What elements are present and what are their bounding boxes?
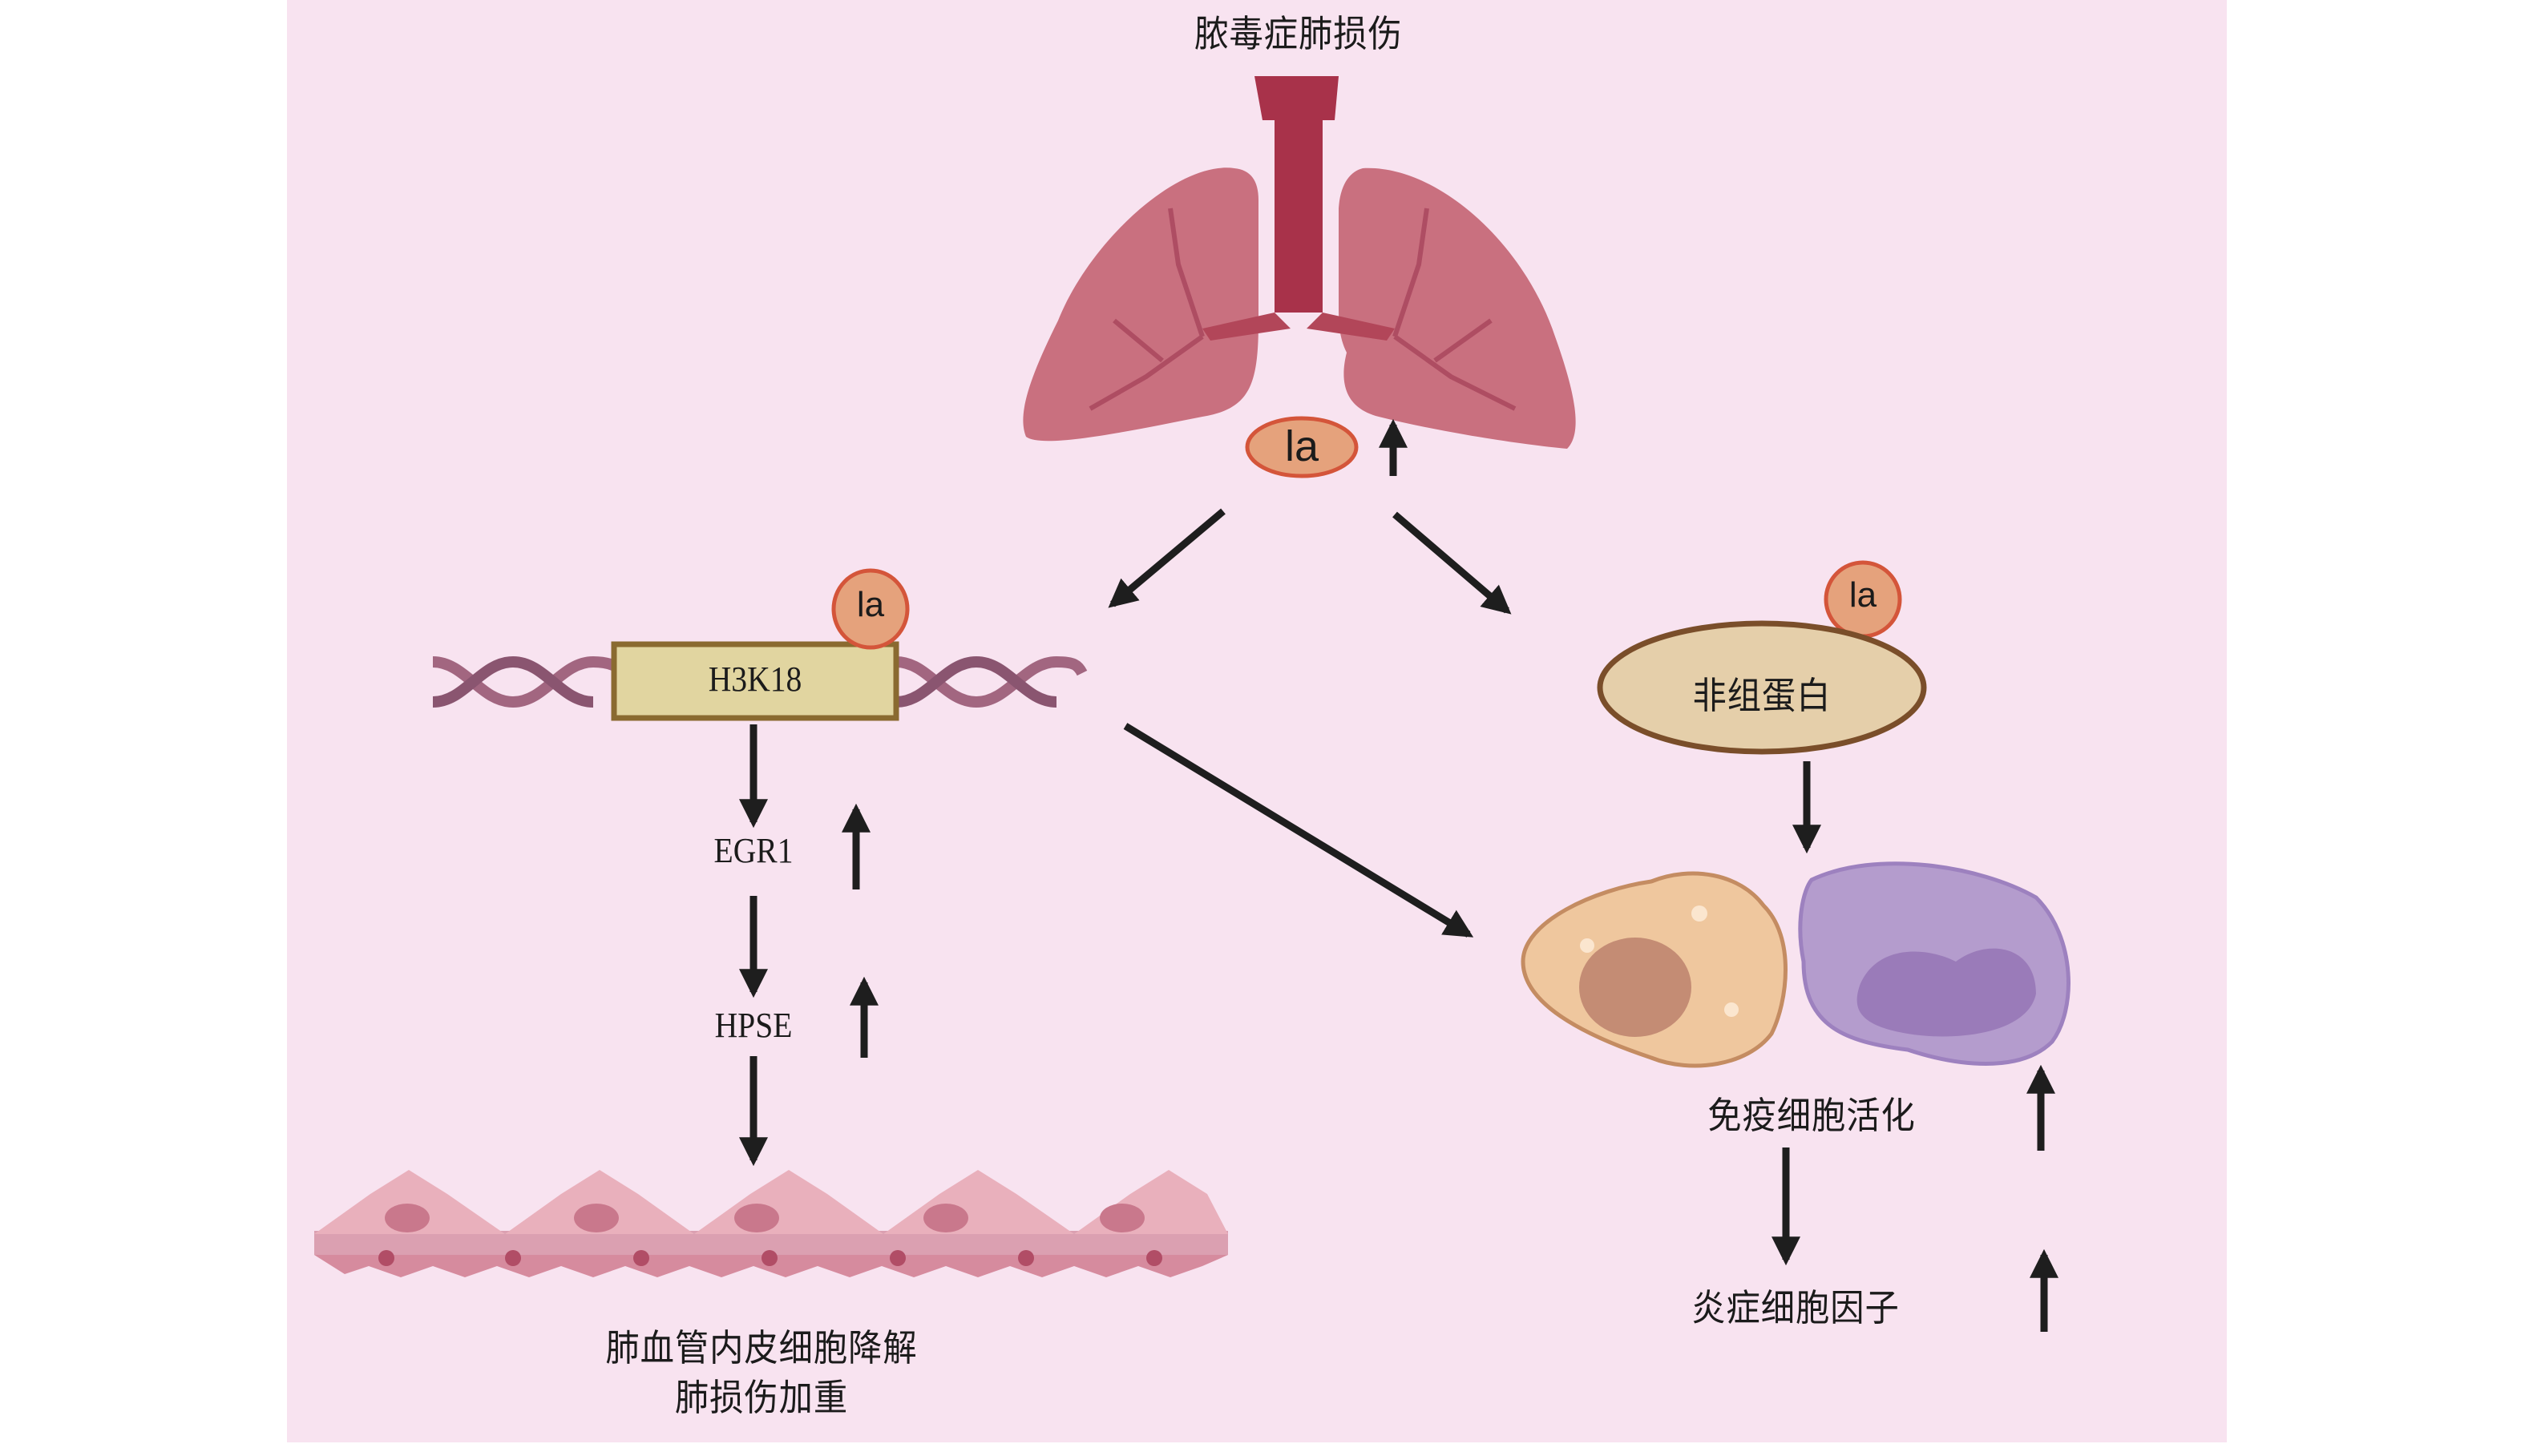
- lysine-lactylation-badge-histone: [831, 568, 910, 650]
- trachea: [1275, 120, 1323, 313]
- immune-activation-label: 免疫细胞活化: [1707, 1095, 1916, 1136]
- egr1-label: EGR1: [713, 831, 794, 870]
- arrow-lung-to-histone: [1108, 508, 1226, 608]
- outcome-line-1: 肺血管内皮细胞降解: [605, 1328, 918, 1369]
- lysine-lactylation-badge-lung: [1245, 416, 1359, 478]
- h3k18-box: [611, 641, 899, 721]
- diagram-title: 脓毒症肺损伤: [1194, 14, 1403, 54]
- arrow-histone-to-immune: [1123, 723, 1474, 938]
- lungs-icon: [1023, 76, 1576, 449]
- macrophage-cell-icon: [1521, 871, 1788, 1068]
- right-lung: [1339, 167, 1576, 449]
- non-histone-protein-oval: [1597, 620, 1927, 755]
- lymphocyte-cell-icon: [1798, 861, 2070, 1066]
- lactylation-label-lung: la: [1284, 422, 1319, 470]
- left-lung: [1023, 167, 1258, 442]
- lactylation-label-histone: la: [856, 585, 885, 624]
- cytokine-label: 炎症细胞因子: [1691, 1288, 1900, 1329]
- outcome-line-2: 肺损伤加重: [674, 1377, 849, 1418]
- endothelial-cells-icon: [314, 1170, 1228, 1277]
- hpse-label: HPSE: [714, 1006, 793, 1045]
- non-histone-protein-label: 非组蛋白: [1692, 676, 1832, 716]
- h3k18-label: H3K18: [708, 659, 802, 699]
- lactylation-label-protein: la: [1848, 575, 1877, 615]
- arrow-lung-to-nonhistone: [1392, 511, 1512, 615]
